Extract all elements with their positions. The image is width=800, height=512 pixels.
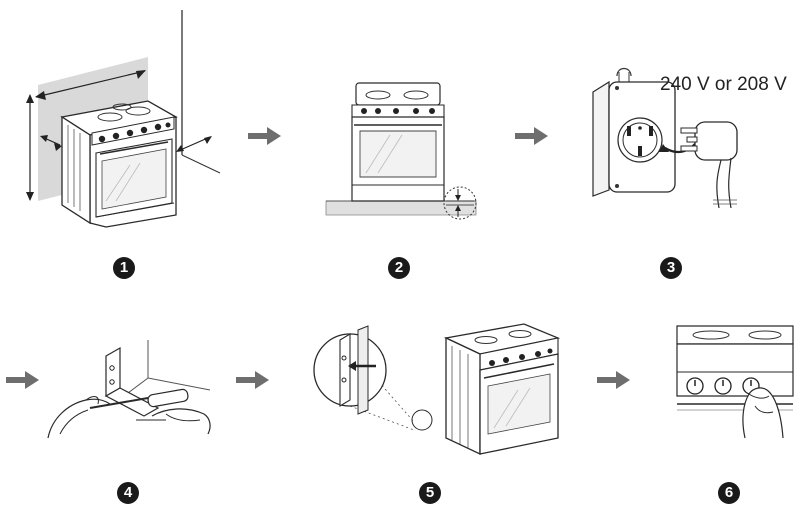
arrow-right-icon	[597, 371, 630, 389]
arrow-right-icon	[6, 371, 39, 389]
step-number-badge: 2	[388, 257, 410, 279]
step-2-illustration	[320, 75, 490, 235]
outlet-icon	[585, 60, 755, 220]
step-1-illustration	[10, 5, 230, 235]
step-3-illustration	[585, 60, 755, 220]
arrow-right-icon	[515, 127, 548, 145]
step-5-illustration	[310, 310, 565, 460]
arrow-right-icon	[248, 127, 281, 145]
step-6-illustration	[675, 320, 795, 442]
step-number-badge: 6	[718, 482, 740, 504]
step-number-badge: 1	[113, 257, 135, 279]
step-number-badge: 5	[419, 482, 441, 504]
arrow-right-icon	[236, 371, 269, 389]
step-number-badge: 4	[117, 482, 139, 504]
knob-icon	[675, 320, 795, 442]
step-number-badge: 3	[660, 257, 682, 279]
bracket-icon	[40, 338, 215, 450]
level-icon	[320, 75, 490, 235]
range-clearance-icon	[26, 5, 230, 235]
power-voltage-label: 240 V or 208 V	[660, 74, 787, 95]
step-4-illustration	[40, 338, 215, 450]
bracket-engage-icon	[310, 310, 565, 460]
